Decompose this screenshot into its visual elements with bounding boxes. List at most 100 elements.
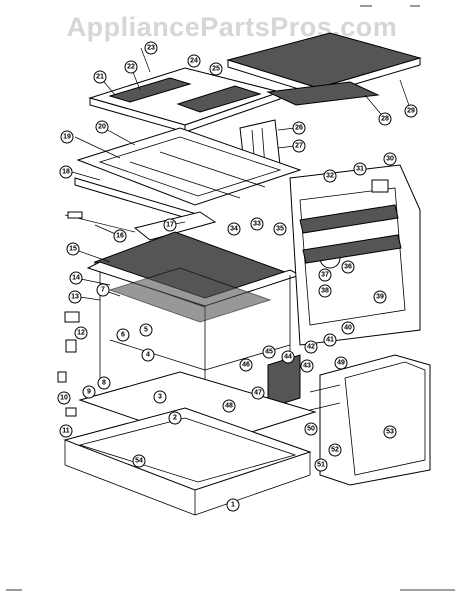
front-strip [266, 81, 380, 106]
svg-text:9: 9 [87, 389, 91, 396]
callout-53: 53 [383, 425, 397, 439]
callout-20: 20 [95, 120, 109, 134]
svg-text:44: 44 [284, 354, 292, 361]
callout-34: 34 [227, 222, 241, 236]
svg-text:19: 19 [63, 134, 71, 141]
upper-tray [76, 127, 302, 206]
base-frame [63, 407, 312, 516]
svg-text:35: 35 [276, 226, 284, 233]
callout-32: 32 [323, 169, 337, 183]
callout-45: 45 [262, 345, 276, 359]
callout-7: 7 [96, 283, 110, 297]
svg-text:46: 46 [242, 362, 250, 369]
svg-text:16: 16 [116, 233, 124, 240]
callout-30: 30 [383, 152, 397, 166]
callout-26: 26 [292, 121, 306, 135]
svg-text:17: 17 [166, 222, 174, 229]
svg-text:33: 33 [253, 221, 261, 228]
callout-2: 2 [168, 411, 182, 425]
svg-text:50: 50 [307, 426, 315, 433]
svg-text:23: 23 [147, 45, 155, 52]
rod-16 [64, 211, 136, 233]
svg-text:45: 45 [265, 349, 273, 356]
callout-49: 49 [334, 356, 348, 370]
callout-41: 41 [323, 333, 337, 347]
svg-text:6: 6 [121, 332, 125, 339]
callout-37: 37 [318, 268, 332, 282]
callout-19: 19 [60, 130, 74, 144]
callout-9: 9 [82, 385, 96, 399]
callout-31: 31 [353, 162, 367, 176]
callout-4: 4 [141, 348, 155, 362]
callout-36: 36 [341, 260, 355, 274]
main-frame [86, 261, 302, 410]
callout-1: 1 [226, 498, 240, 512]
svg-text:12: 12 [77, 330, 85, 337]
callout-40: 40 [341, 321, 355, 335]
callout-8: 8 [97, 376, 111, 390]
callout-17: 17 [163, 218, 177, 232]
callout-16: 16 [113, 229, 127, 243]
callout-38: 38 [318, 284, 332, 298]
svg-text:20: 20 [98, 124, 106, 131]
svg-text:13: 13 [71, 294, 79, 301]
svg-text:48: 48 [225, 403, 233, 410]
top-panel-left [88, 67, 282, 133]
svg-text:22: 22 [127, 64, 135, 71]
callout-13: 13 [68, 290, 82, 304]
door-panel [309, 354, 431, 486]
callout-54: 54 [132, 454, 146, 468]
callout-48: 48 [222, 399, 236, 413]
callout-23: 23 [144, 41, 158, 55]
callout-10: 10 [57, 391, 71, 405]
callout-25: 25 [209, 62, 223, 76]
callout-51: 51 [314, 458, 328, 472]
svg-text:49: 49 [337, 360, 345, 367]
svg-text:1: 1 [231, 502, 235, 509]
svg-text:32: 32 [326, 173, 334, 180]
callout-11: 11 [59, 424, 73, 438]
svg-text:27: 27 [295, 143, 303, 150]
svg-text:15: 15 [69, 246, 77, 253]
callout-28: 28 [378, 112, 392, 126]
svg-text:18: 18 [62, 169, 70, 176]
svg-text:37: 37 [321, 272, 329, 279]
callout-21: 21 [93, 70, 107, 84]
svg-text:53: 53 [386, 429, 394, 436]
callout-27: 27 [292, 139, 306, 153]
bracket-30 [371, 179, 389, 193]
svg-text:51: 51 [317, 462, 325, 469]
svg-text:43: 43 [303, 363, 311, 370]
svg-text:8: 8 [102, 380, 106, 387]
svg-text:24: 24 [190, 58, 198, 65]
burner-plates [299, 204, 402, 264]
callout-42: 42 [304, 340, 318, 354]
callout-24: 24 [187, 54, 201, 68]
svg-text:11: 11 [62, 428, 70, 435]
callout-14: 14 [69, 271, 83, 285]
svg-text:14: 14 [72, 275, 80, 282]
callout-3: 3 [153, 390, 167, 404]
svg-text:10: 10 [60, 395, 68, 402]
callout-50: 50 [304, 422, 318, 436]
svg-text:3: 3 [158, 394, 162, 401]
svg-text:47: 47 [254, 390, 262, 397]
callout-47: 47 [251, 386, 265, 400]
svg-text:39: 39 [376, 294, 384, 301]
callout-22: 22 [124, 60, 138, 74]
svg-text:25: 25 [212, 66, 220, 73]
callout-6: 6 [116, 328, 130, 342]
small-parts-left [57, 311, 80, 417]
callout-33: 33 [250, 217, 264, 231]
callout-12: 12 [74, 326, 88, 340]
svg-text:30: 30 [386, 156, 394, 163]
callout-43: 43 [300, 359, 314, 373]
callout-15: 15 [66, 242, 80, 256]
svg-text:2: 2 [173, 415, 177, 422]
svg-text:5: 5 [144, 327, 148, 334]
callout-18: 18 [59, 165, 73, 179]
callout-52: 52 [328, 443, 342, 457]
svg-text:21: 21 [96, 74, 104, 81]
svg-text:7: 7 [101, 287, 105, 294]
